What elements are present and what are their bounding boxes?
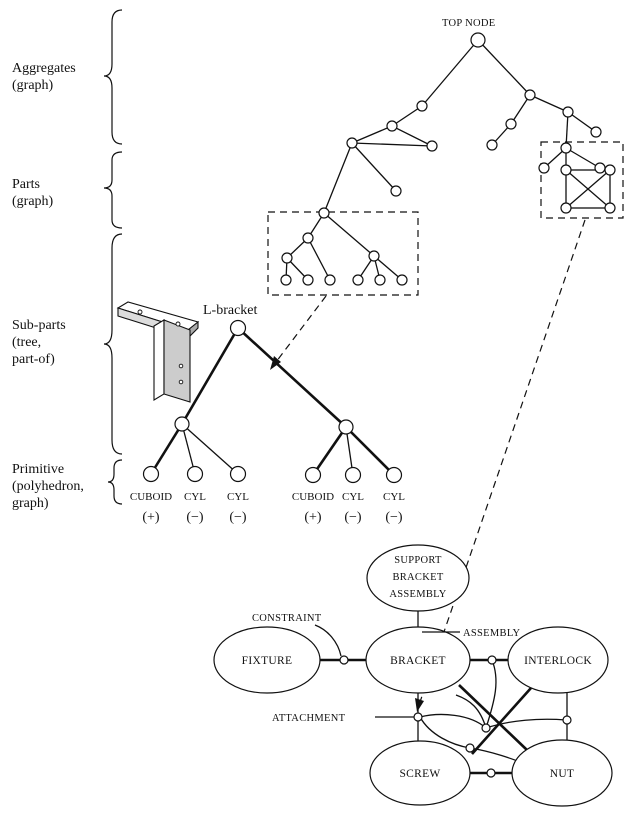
l-bracket-label: L-bracket	[203, 303, 258, 318]
level-sublabel-primitive-1: (polyhedron,	[12, 479, 84, 494]
primitive-name: CUBOID	[292, 491, 334, 503]
primitive-node	[229, 465, 247, 483]
level-label-aggregates: Aggregates	[12, 61, 76, 76]
primitive-name: CYL	[342, 491, 364, 503]
interlock-node	[507, 626, 609, 694]
aggregate-edges	[285, 39, 611, 281]
primitive-node	[142, 465, 160, 483]
screw-label: SCREW	[399, 768, 440, 780]
parts-dashed-box	[267, 211, 419, 296]
level-sublabel-primitive-2: graph)	[12, 496, 49, 511]
subpart-tree-edges	[149, 327, 395, 476]
constraint-annotation: CONSTRAINT	[252, 613, 322, 624]
level-label-primitive: Primitive	[12, 462, 64, 477]
screw-node	[369, 740, 471, 806]
subpart-tree-nodes	[142, 319, 403, 484]
primitive-name: CYL	[227, 491, 249, 503]
primitive-name: CYL	[383, 491, 405, 503]
assembly-annotation: ASSEMBLY	[463, 628, 520, 639]
level-sublabel-aggregates: (graph)	[12, 78, 54, 93]
primitive-sign: (−)	[344, 510, 362, 525]
nut-node	[511, 739, 613, 807]
nut-label: NUT	[550, 768, 575, 780]
aggregate-dashed-box	[540, 141, 624, 219]
level-label-subparts: Sub-parts	[12, 318, 66, 333]
primitive-sign: (+)	[142, 510, 160, 525]
fixture-node	[213, 626, 321, 694]
level-sublabel-parts: (graph)	[12, 194, 54, 209]
brace-subparts	[103, 233, 123, 455]
primitive-sign: (−)	[186, 510, 204, 525]
attachment-annotation: ATTACHMENT	[272, 713, 346, 724]
primitive-sign: (+)	[304, 510, 322, 525]
brace-aggregates	[103, 9, 123, 145]
brace-parts	[103, 151, 123, 229]
top-node-label: TOP NODE	[442, 18, 495, 29]
bracket-node	[365, 626, 471, 694]
primitive-node	[385, 466, 403, 484]
primitive-sign: (−)	[385, 510, 403, 525]
primitive-node	[344, 466, 362, 484]
primitive-sign: (−)	[229, 510, 247, 525]
primitive-node	[186, 465, 204, 483]
support-label-line1: SUPPORT	[394, 555, 442, 566]
primitive-node	[304, 466, 322, 484]
fixture-label: FIXTURE	[242, 655, 293, 667]
bracket-label: BRACKET	[390, 655, 446, 667]
support-label-line2: BRACKET	[392, 572, 443, 583]
support-bracket-assembly-node	[366, 544, 470, 612]
primitive-labels: CUBOID (+) CYL (−) CYL (−) CUBOID (+) CY…	[130, 491, 405, 525]
l-bracket-drawing	[116, 301, 200, 403]
interlock-label: INTERLOCK	[524, 655, 592, 667]
aggregate-nodes	[280, 32, 616, 286]
level-sublabel-subparts-1: (tree,	[12, 335, 41, 350]
brace-primitive	[107, 459, 123, 505]
top-node	[470, 32, 486, 48]
level-sublabel-subparts-2: part-of)	[12, 352, 55, 367]
l-bracket-node	[229, 319, 247, 337]
primitive-name: CYL	[184, 491, 206, 503]
level-label-parts: Parts	[12, 177, 40, 192]
primitive-name: CUBOID	[130, 491, 172, 503]
support-label-line3: ASSEMBLY	[389, 589, 446, 600]
level-braces	[103, 9, 123, 505]
